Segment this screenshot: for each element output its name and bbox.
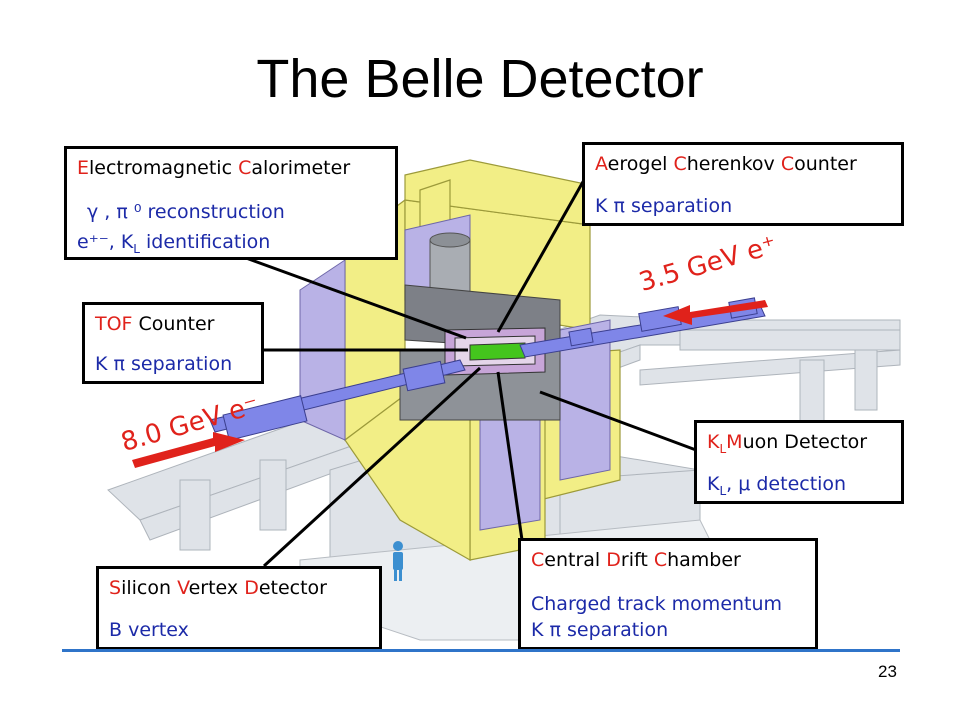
acc-line1: K π separation [595,195,733,217]
acc-label-box: Aerogel Cherenkov Counter K π separation [582,142,904,226]
cdc-line1: Charged track momentum [531,593,783,615]
svd-title-part: D [244,577,259,599]
cdc-title-part: rift [620,549,654,571]
tof-label-box: TOF Counter K π separation [82,302,264,384]
svd-label-box: Silicon Vertex Detector B vertex [96,566,382,650]
ecl-line2: e⁺⁻, KL identification [77,231,270,256]
acc-title-part: erogel [607,153,674,175]
klm-line1-tail: , μ detection [726,473,847,495]
acc-title: Aerogel Cherenkov Counter [595,153,857,175]
tof-title-part: TOF [95,313,133,335]
klm-title-sub: L [719,441,727,456]
klm-title-part: M [726,431,743,453]
footer-rule [62,649,900,652]
acc-title-part: C [780,153,795,175]
svd-title-part: etector [258,577,327,599]
acc-title-part: ounter [794,153,857,175]
inner-layers [444,327,546,376]
klm-line1-text: K [707,473,720,495]
svd-line1: B vertex [109,619,189,641]
ecl-line1: γ , π ⁰ reconstruction [87,201,285,223]
svd-title-part: ertex [188,577,245,599]
klm-line1: KL, μ detection [707,473,846,498]
tof-title: TOF Counter [95,313,214,335]
ecl-title: Electromagnetic Calorimeter [77,157,350,179]
klm-title: KLMuon Detector [707,431,867,456]
cdc-title-part: C [531,549,545,571]
acc-title-part: A [595,153,608,175]
ecl-title-part: alorimeter [251,157,351,179]
slide-title: The Belle Detector [256,49,704,109]
person-scale-icon [393,541,403,581]
svd-title: Silicon Vertex Detector [109,577,327,599]
klm-line1-sub: L [719,483,727,498]
ecl-label-box: Electromagnetic Calorimeter γ , π ⁰ reco… [64,146,398,260]
page-number: 23 [878,662,897,681]
cdc-title-part: D [606,549,621,571]
ecl-line2-tail: identification [139,231,271,253]
acc-title-part: herenkov [686,153,781,175]
ecl-title-part: E [77,157,90,179]
beam-arrows [132,300,768,468]
cdc-title: Central Drift Chamber [531,549,741,571]
svd-title-part: V [177,577,189,599]
klm-title-part: K [707,431,720,453]
cdc-line2: K π separation [531,619,669,641]
klm-label-box: KLMuon Detector KL, μ detection [694,420,904,504]
ecl-title-part: C [238,157,252,179]
tof-line1: K π separation [95,353,233,375]
ecl-title-part: lectromagnetic [89,157,239,179]
klm-title-part: uon Detector [742,431,868,453]
cdc-title-part: C [653,549,668,571]
svd-title-part: S [109,577,122,599]
ecl-line2-sub: L [133,241,140,256]
tof-title-part: Counter [132,313,215,335]
svd-title-part: ilicon [121,577,178,599]
cdc-title-part: entral [544,549,607,571]
ecl-line2-text: e⁺⁻, K [77,231,134,253]
cdc-label-box: Central Drift Chamber Charged track mome… [518,538,818,650]
acc-title-part: C [673,153,687,175]
cdc-title-part: hamber [667,549,741,571]
leader-lines [245,179,697,568]
